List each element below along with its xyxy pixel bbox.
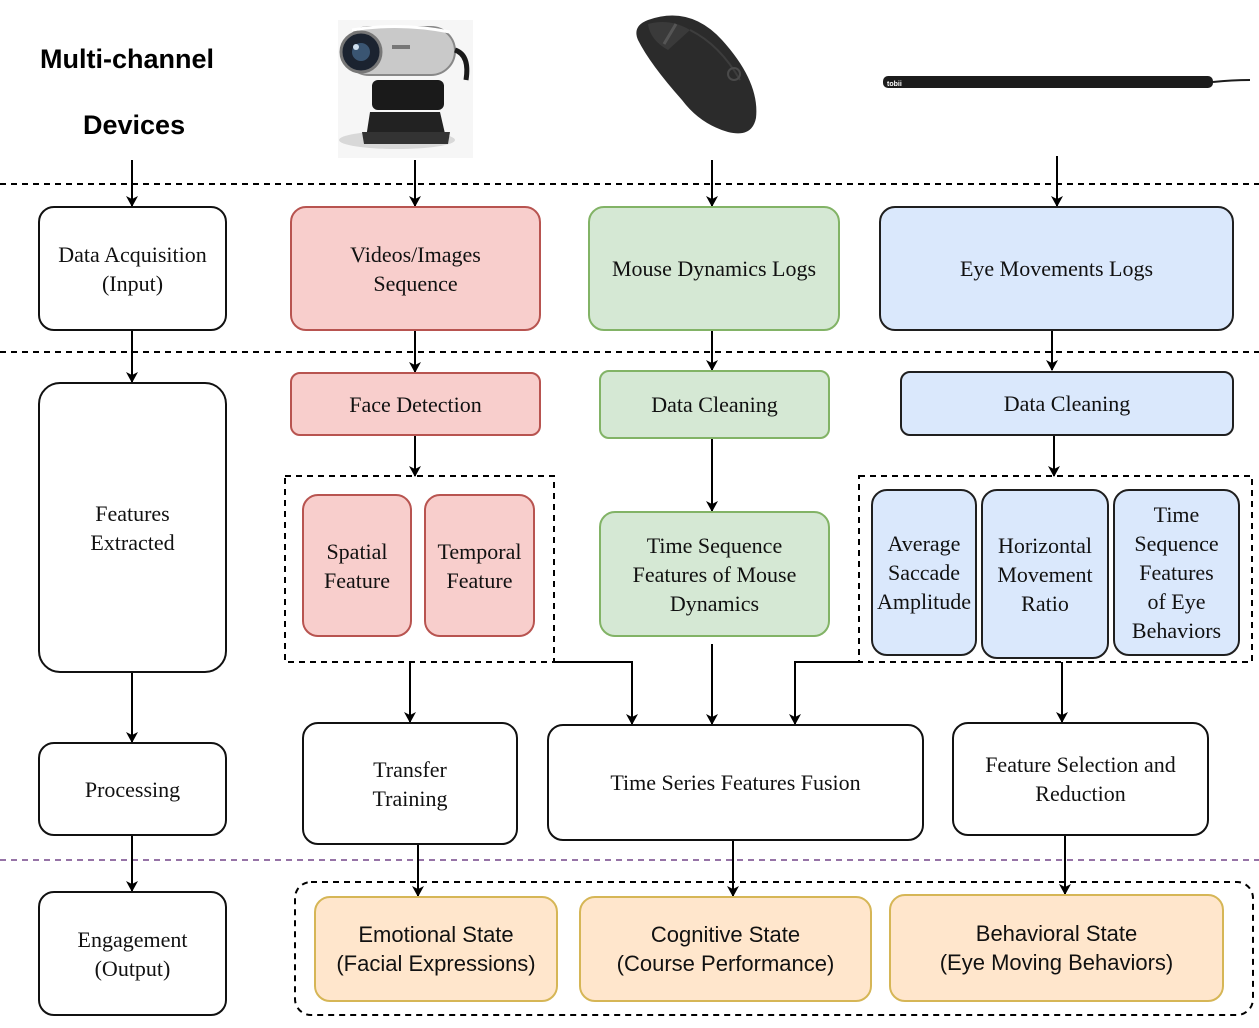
video-source-box: Videos/Images Sequence (290, 206, 541, 331)
spatial-feature-label: Spatial Feature (324, 538, 390, 593)
eye-cleaning-box: Data Cleaning (900, 371, 1234, 436)
stage-input-label: Data Acquisition (Input) (58, 241, 207, 296)
feature-selection-label: Feature Selection and Reduction (985, 752, 1176, 806)
behavioral-state-box: Behavioral State (Eye Moving Behaviors) (889, 894, 1224, 1002)
eye-sequence-box: Time Sequence Features of Eye Behaviors (1113, 489, 1240, 656)
stage-output: Engagement (Output) (38, 891, 227, 1016)
transfer-training-label: Transfer Training (372, 756, 448, 811)
stage-output-label: Engagement (Output) (77, 926, 188, 981)
arrow-eye-features-to-fusion (789, 661, 859, 725)
saccade-box: Average Saccade Amplitude (871, 489, 977, 656)
cognitive-state-label: Cognitive State (Course Performance) (616, 922, 835, 976)
mouse-source-box: Mouse Dynamics Logs (588, 206, 840, 331)
eye-sequence-label: Time Sequence Features of Eye Behaviors (1131, 502, 1222, 643)
video-source-label: Videos/Images Sequence (350, 241, 481, 296)
devices-title-line2: Devices (83, 110, 186, 140)
mouse-icon (636, 15, 757, 134)
svg-text:tobii: tobii (887, 81, 902, 88)
fusion-label: Time Series Features Fusion (610, 770, 861, 795)
behavioral-state-label: Behavioral State (Eye Moving Behaviors) (939, 921, 1174, 975)
spatial-feature-box: Spatial Feature (302, 494, 412, 637)
horizontal-ratio-box: Horizontal Movement Ratio (981, 489, 1109, 659)
emotional-state-label: Emotional State (Facial Expressions) (336, 922, 536, 976)
eye-source-label: Eye Movements Logs (959, 256, 1154, 281)
mouse-cleaning-box: Data Cleaning (599, 370, 830, 439)
temporal-feature-box: Temporal Feature (424, 494, 535, 637)
arrow-video-features-to-fusion (554, 661, 638, 725)
emotional-state-box: Emotional State (Facial Expressions) (314, 896, 558, 1002)
mouse-cleaning-label: Data Cleaning (651, 392, 778, 417)
mouse-source-label: Mouse Dynamics Logs (611, 256, 817, 281)
eye-cleaning-label: Data Cleaning (1003, 391, 1131, 416)
stage-input: Data Acquisition (Input) (38, 206, 227, 331)
eye-source-box: Eye Movements Logs (879, 206, 1234, 331)
feature-selection-box: Feature Selection and Reduction (952, 722, 1209, 836)
transfer-training-box: Transfer Training (302, 722, 518, 845)
devices-title-line1: Multi-channel (40, 44, 214, 74)
fusion-box: Time Series Features Fusion (547, 724, 924, 841)
eye-tracker-icon: tobii (883, 76, 1251, 88)
webcam-icon (338, 20, 473, 158)
horizontal-ratio-label: Horizontal Movement Ratio (997, 532, 1093, 616)
face-detection-label: Face Detection (349, 391, 482, 417)
saccade-label: Average Saccade Amplitude (876, 531, 972, 614)
temporal-feature-label: Temporal Feature (437, 538, 522, 593)
stage-features: Features Extracted (38, 382, 227, 673)
stage-processing-label: Processing (84, 776, 181, 802)
mouse-sequence-box: Time Sequence Features of Mouse Dynamics (599, 511, 830, 637)
mouse-sequence-label: Time Sequence Features of Mouse Dynamics (632, 532, 797, 616)
output-group (294, 881, 1254, 1016)
stage-processing: Processing (38, 742, 227, 836)
eye-feature-group (858, 475, 1253, 663)
face-detection-box: Face Detection (290, 372, 541, 436)
stage-features-label: Features Extracted (90, 500, 175, 555)
cognitive-state-box: Cognitive State (Course Performance) (579, 896, 872, 1002)
